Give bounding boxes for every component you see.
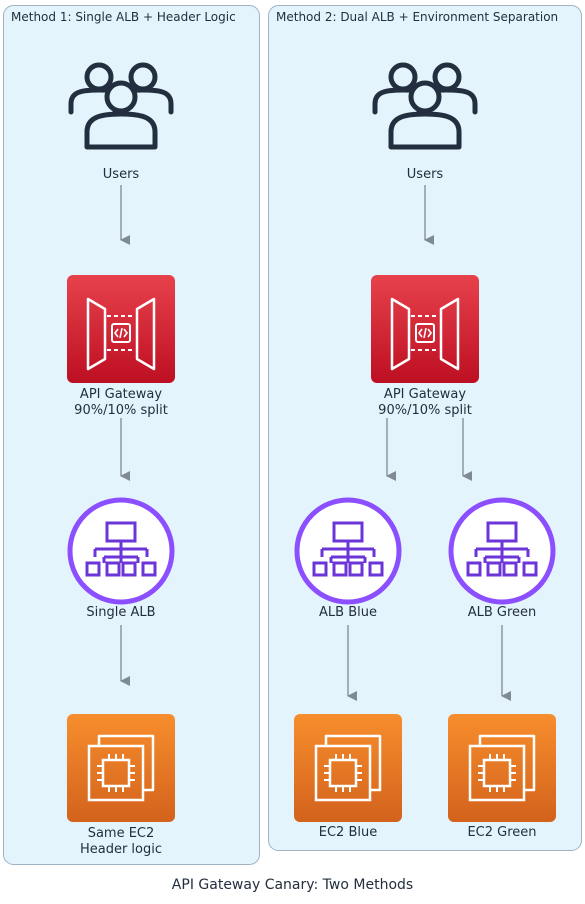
alb-green-label: ALB Green [467,605,537,620]
api-gateway-split: 90%/10% split [378,403,472,418]
api-gateway-icon [65,273,177,385]
load-balancer-icon [297,500,399,602]
load-balancer-icon [451,500,553,602]
api-gateway-name: API Gateway [79,387,163,402]
users-label: Users [406,167,444,182]
api-gateway-name: API Gateway [383,387,467,402]
api-gateway-label: API Gateway 90%/10% split [355,387,495,419]
single-alb-label: Single ALB [86,605,156,620]
load-balancer-icon [70,500,172,602]
ec2-blue-label: EC2 Blue [318,825,378,840]
method1-group [3,5,260,865]
api-gateway-split: 90%/10% split [74,403,168,418]
api-gateway-icon [369,273,481,385]
method2-group [268,5,582,851]
ec2-icon [292,712,404,824]
ec2-label: Same EC2 Header logic [51,826,191,858]
ec2-note: Header logic [79,842,163,857]
ec2-green-label: EC2 Green [467,825,537,840]
api-gateway-label: API Gateway 90%/10% split [51,387,191,419]
method1-title: Method 1: Single ALB + Header Logic [11,10,236,24]
users-label: Users [102,167,140,182]
diagram-caption: API Gateway Canary: Two Methods [171,877,414,893]
method2-title: Method 2: Dual ALB + Environment Separat… [276,10,559,24]
alb-blue-label: ALB Blue [319,605,377,620]
ec2-icon [446,712,558,824]
ec2-icon [65,712,177,824]
ec2-name: Same EC2 [87,826,155,841]
